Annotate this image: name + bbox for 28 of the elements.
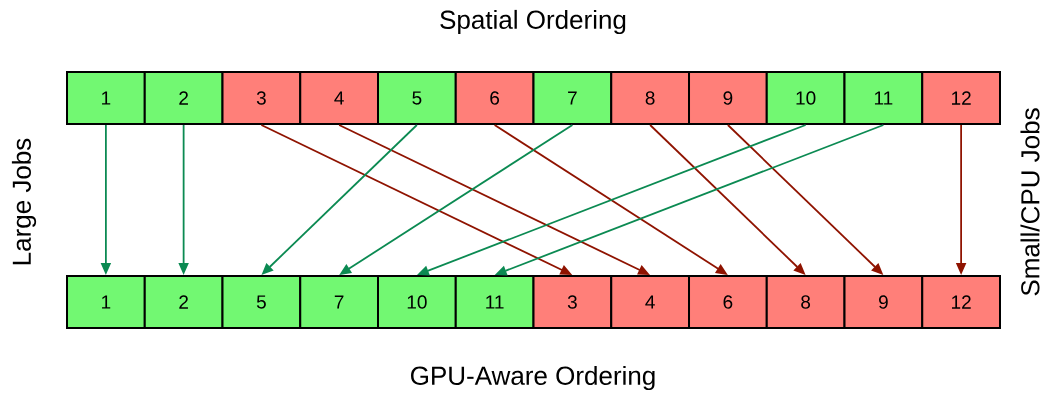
job-cell: 1 xyxy=(66,275,146,329)
job-cell: 9 xyxy=(688,71,768,125)
job-cell: 6 xyxy=(454,71,535,125)
job-cell: 11 xyxy=(843,71,924,125)
job-cell: 10 xyxy=(377,275,457,329)
job-cell: 7 xyxy=(532,71,613,125)
heading: GPU-Aware Ordering xyxy=(411,365,655,391)
job-cell: 12 xyxy=(921,71,1001,125)
heading: Small/CPU Jobs xyxy=(1020,108,1040,296)
job-cell: 12 xyxy=(921,275,1001,329)
job-cell: 7 xyxy=(299,275,379,329)
heading: Large Jobs xyxy=(11,138,37,265)
job-cell: 5 xyxy=(221,275,302,329)
job-cell: 8 xyxy=(765,275,846,329)
job-cell: 11 xyxy=(454,275,535,329)
job-cell: 4 xyxy=(610,275,690,329)
job-cell: 2 xyxy=(143,275,224,329)
job-cell: 5 xyxy=(377,71,457,125)
job-cell: 9 xyxy=(843,275,924,329)
job-cell: 10 xyxy=(765,71,846,125)
job-cell: 8 xyxy=(610,71,690,125)
job-cell: 3 xyxy=(532,275,613,329)
job-cell: 4 xyxy=(299,71,379,125)
job-cell: 1 xyxy=(66,71,146,125)
job-cell: 2 xyxy=(143,71,224,125)
job-cell: 3 xyxy=(221,71,302,125)
job-cell: 6 xyxy=(688,275,768,329)
heading: Spatial Ordering xyxy=(440,9,626,35)
